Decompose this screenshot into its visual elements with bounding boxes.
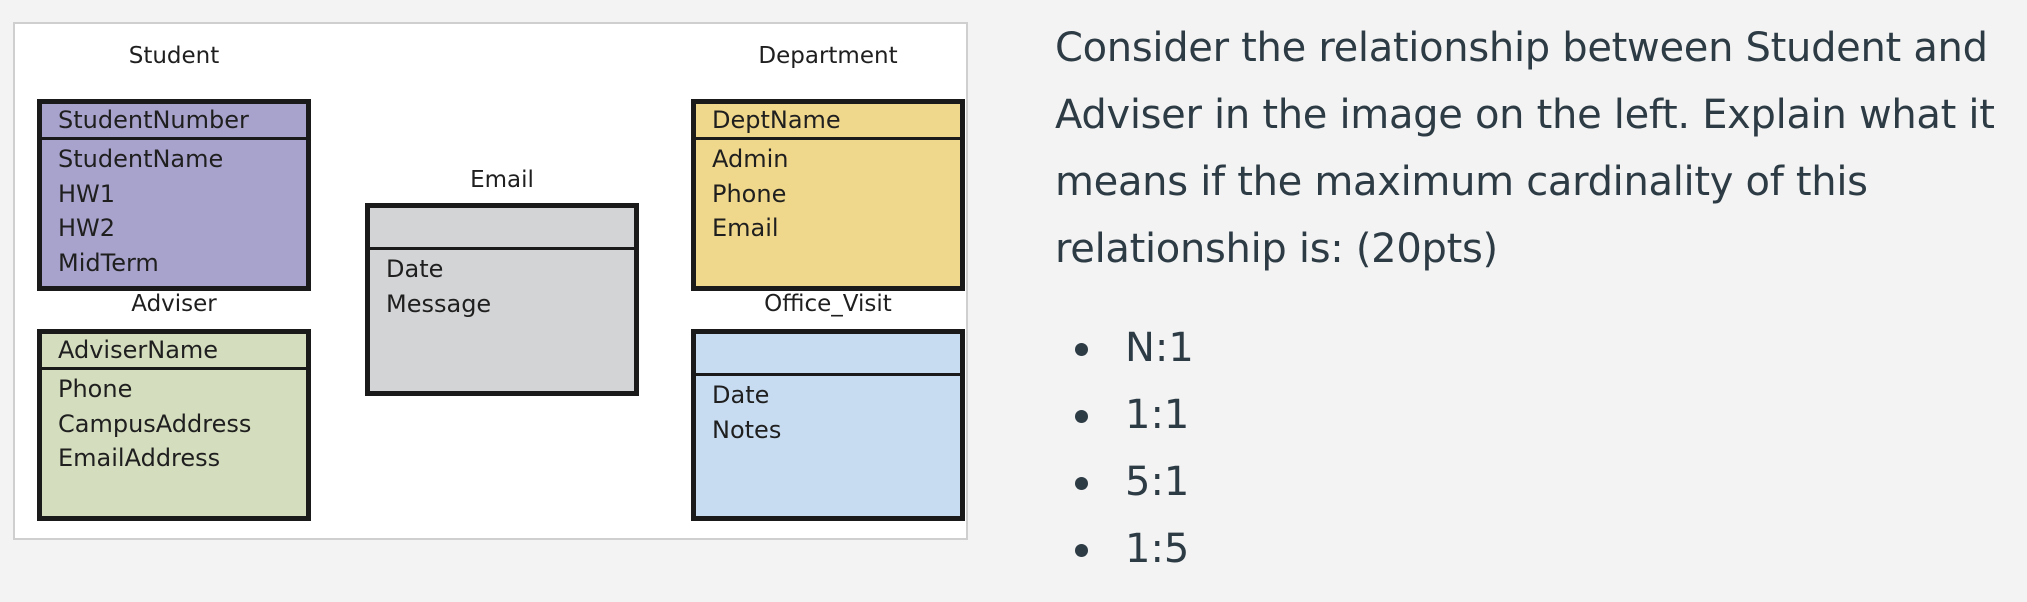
entity-attributes: Date Notes	[696, 376, 960, 447]
entity-key-attribute: StudentNumber	[42, 104, 306, 140]
entity-box: StudentNumber StudentName HW1 HW2 MidTer…	[37, 99, 311, 291]
entity-attribute: EmailAddress	[58, 444, 221, 472]
entity-box: Date Notes	[691, 329, 965, 521]
entity-box: DeptName Admin Phone Email	[691, 99, 965, 291]
entity-key-attribute: AdviserName	[42, 334, 306, 370]
entity-attribute: Phone	[58, 375, 133, 403]
entity-attribute: Admin	[712, 145, 789, 173]
bullet-icon	[1075, 343, 1088, 356]
entity-attribute: Notes	[712, 415, 782, 444]
list-item: 5:1	[1055, 449, 1194, 516]
entity-box: Date Message	[365, 203, 639, 396]
entity-key-attribute: DeptName	[696, 104, 960, 140]
option-label: 5:1	[1125, 459, 1190, 505]
question-text: Consider the relationship between Studen…	[1055, 25, 1995, 272]
entity-attributes: StudentName HW1 HW2 MidTerm	[42, 140, 306, 280]
entity-attribute: Phone	[712, 179, 787, 208]
bullet-icon	[1075, 410, 1088, 423]
entity-attribute: Email	[712, 214, 779, 242]
bullet-icon	[1075, 544, 1088, 557]
entity-attributes: Admin Phone Email	[696, 140, 960, 246]
entity-title: Department	[758, 43, 898, 69]
entity-title: Office_Visit	[764, 291, 892, 317]
entity-attribute: CampusAddress	[58, 409, 252, 438]
entity-attribute: Date	[712, 381, 770, 409]
cardinality-options-list: N:1 1:1 5:1 1:5	[1055, 315, 1194, 583]
er-diagram-image: Student StudentNumber StudentName HW1 HW…	[13, 22, 968, 540]
list-item: 1:5	[1055, 516, 1194, 583]
option-label: 1:5	[1125, 526, 1190, 572]
entity-attributes: Date Message	[370, 250, 634, 321]
list-item: 1:1	[1055, 382, 1194, 449]
entity-box: AdviserName Phone CampusAddress EmailAdd…	[37, 329, 311, 521]
entity-title: Email	[470, 167, 534, 193]
entity-attribute: MidTerm	[58, 248, 159, 277]
entity-attribute: Date	[386, 255, 444, 283]
entity-key-attribute	[370, 208, 634, 250]
entity-key-attribute	[696, 334, 960, 376]
option-label: 1:1	[1125, 392, 1190, 438]
entity-attribute: Message	[386, 289, 492, 318]
entity-attribute: StudentName	[58, 145, 224, 173]
entity-attribute: HW1	[58, 179, 116, 208]
entity-attributes: Phone CampusAddress EmailAddress	[42, 370, 306, 476]
entity-attribute: HW2	[58, 214, 116, 242]
option-label: N:1	[1125, 325, 1194, 371]
entity-title: Student	[128, 43, 220, 69]
entity-title: Adviser	[131, 291, 217, 317]
bullet-icon	[1075, 477, 1088, 490]
list-item: N:1	[1055, 315, 1194, 382]
